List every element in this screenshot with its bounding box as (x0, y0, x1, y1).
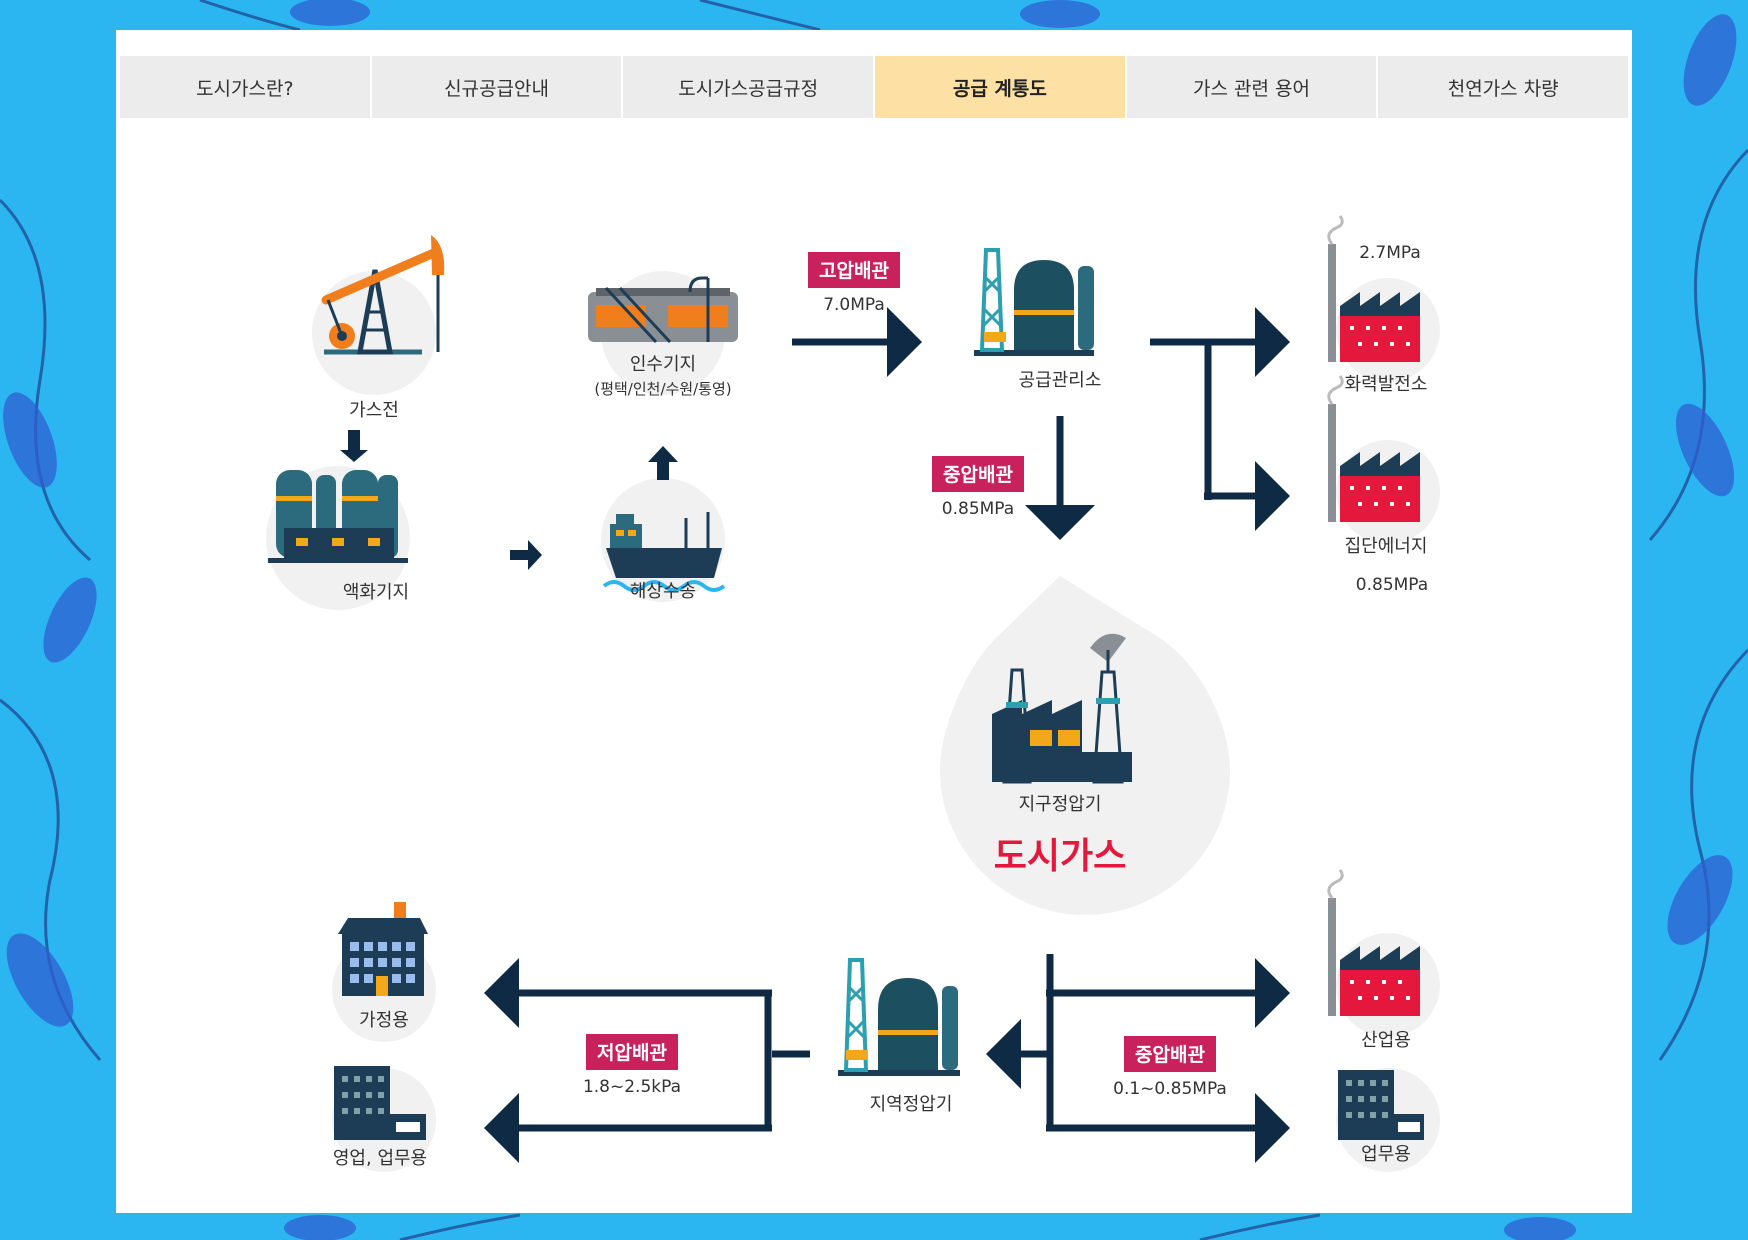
commercial-building-icon (334, 1066, 426, 1140)
tab-ngv[interactable]: 천연가스 차량 (1378, 56, 1629, 118)
node-district-regulator: 지구정압기 (1019, 794, 1102, 815)
pipe-label-medium-bottom: 중압배관 (1135, 1044, 1205, 1066)
node-supply-office: 공급관리소 (1019, 370, 1102, 391)
supply-diagram: 가스전 액화기지 (266, 215, 1440, 1172)
household-building-icon (338, 902, 428, 996)
supply-office-icon (974, 248, 1094, 356)
pipe-badge-high (808, 252, 900, 288)
regional-regulator-icon (838, 958, 960, 1076)
node-regional-regulator: 지역정압기 (870, 1094, 953, 1115)
power-plant-factory-icon (1327, 215, 1420, 362)
pipe-badge-medium-bottom (1124, 1036, 1216, 1072)
pipe-badge-low (586, 1034, 678, 1070)
arrow-down-1 (340, 430, 368, 462)
office-building-icon (1338, 1070, 1424, 1140)
node-office: 업무용 (1361, 1144, 1411, 1165)
content-panel: 도시가스란? 신규공급안내 도시가스공급규정 공급 계통도 가스 관련 용어 천… (116, 30, 1632, 1213)
node-liquefaction-base: 액화기지 (343, 582, 409, 603)
district-regulator-icon (992, 633, 1132, 784)
pipe-pressure-high: 7.0MPa (823, 295, 885, 315)
tab-supply-regulations[interactable]: 도시가스공급규정 (623, 56, 876, 118)
pipe-label-medium-top: 중압배관 (943, 464, 1013, 486)
pipe-pressure-medium-top: 0.85MPa (942, 499, 1014, 519)
city-gas-title: 도시가스 (994, 836, 1126, 877)
arrow-right-1 (510, 540, 542, 570)
ship-icon (602, 512, 726, 592)
node-district-energy: 집단에너지 (1345, 536, 1428, 557)
tab-supply-system[interactable]: 공급 계통도 (875, 56, 1127, 118)
pressure-power-plant: 2.7MPa (1359, 243, 1421, 263)
industrial-factory-icon (1327, 869, 1420, 1016)
pipe-pressure-low: 1.8~2.5kPa (583, 1077, 681, 1097)
node-household: 가정용 (359, 1010, 409, 1031)
node-power-plant: 화력발전소 (1345, 374, 1428, 395)
node-commercial-office: 영업, 업무용 (333, 1148, 427, 1169)
tab-new-supply[interactable]: 신규공급안내 (371, 56, 624, 118)
node-gas-field: 가스전 (349, 400, 399, 421)
pressure-district-energy: 0.85MPa (1356, 575, 1428, 595)
storage-tank-icon (588, 276, 738, 344)
district-energy-factory-icon (1327, 375, 1420, 522)
tab-gas-terms[interactable]: 가스 관련 용어 (1126, 56, 1379, 118)
node-sea-transport: 해상수송 (630, 581, 696, 602)
pumpjack-icon (321, 235, 445, 355)
arrow-up-1 (648, 446, 678, 480)
pipe-label-high: 고압배관 (819, 260, 889, 282)
pipe-label-low: 저압배관 (597, 1042, 667, 1064)
liquefaction-tanks-icon (268, 470, 408, 563)
tab-city-gas-intro[interactable]: 도시가스란? (120, 56, 372, 118)
node-receiving-base: 인수기지 (630, 354, 696, 375)
pipe-badge-medium-top (932, 456, 1024, 492)
node-receiving-base-sub: (평택/인천/수원/통영) (594, 380, 731, 398)
pipe-pressure-medium-bottom: 0.1~0.85MPa (1113, 1079, 1227, 1099)
tab-bar: 도시가스란? 신규공급안내 도시가스공급규정 공급 계통도 가스 관련 용어 천… (120, 56, 1629, 118)
node-industrial: 산업용 (1361, 1030, 1411, 1051)
